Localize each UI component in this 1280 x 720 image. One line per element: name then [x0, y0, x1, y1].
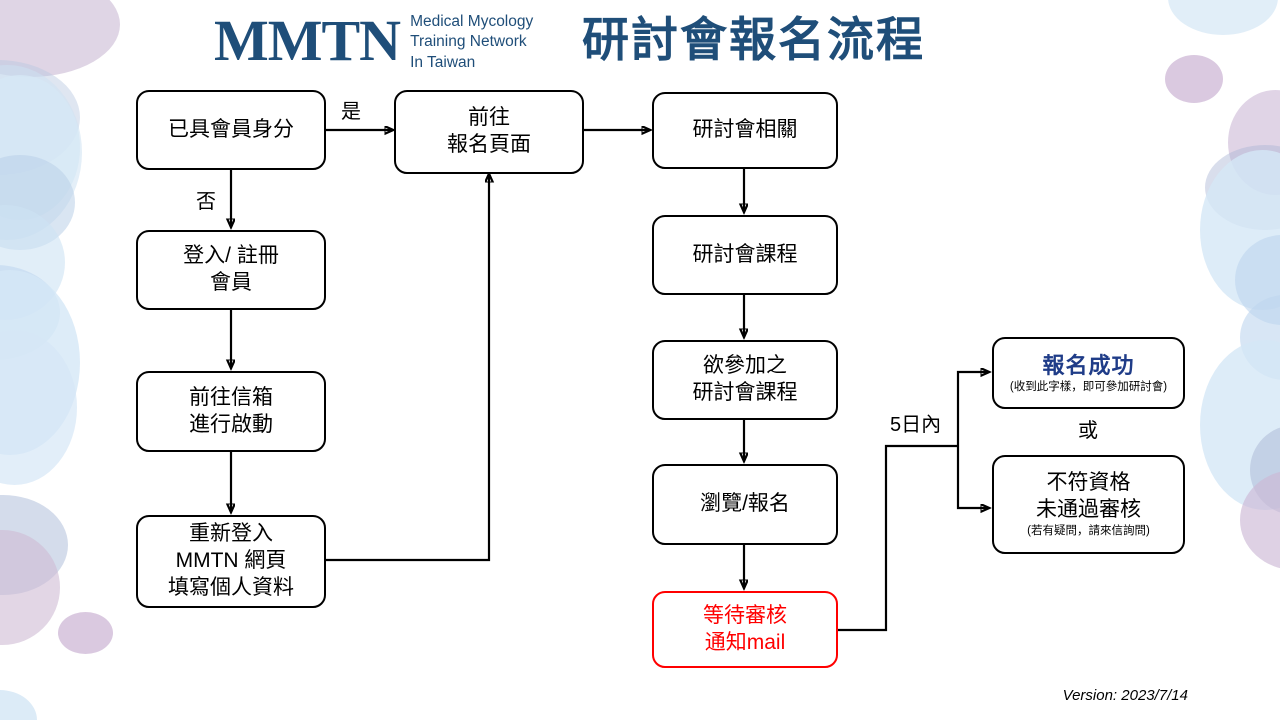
logo-tagline-line-2: Training Network	[410, 33, 527, 51]
node-line-1: 前往	[468, 106, 510, 130]
node-line-3: 填寫個人資料	[168, 575, 294, 599]
outcome-success-title: 報名成功	[1042, 352, 1135, 378]
wire-junction-to-success	[956, 372, 989, 446]
node-line-1: 研討會課程	[692, 242, 798, 266]
logo-tagline-line-3: In Taiwan	[410, 53, 476, 71]
edge-label-no: 否	[196, 191, 216, 213]
node-go-mailbox[interactable]: 前往信箱 進行啟動	[136, 371, 326, 452]
node-seminar-courses[interactable]: 研討會課程	[652, 215, 838, 295]
wire-relogin-to-signup	[326, 174, 489, 562]
node-relogin-profile[interactable]: 重新登入 MMTN 網頁 填寫個人資料	[136, 515, 326, 608]
node-line-1: 登入/ 註冊	[183, 244, 279, 268]
node-line-2: 通知mail	[704, 630, 786, 654]
node-member-status[interactable]: 已具會員身分	[136, 90, 326, 170]
node-line-1: 欲參加之	[703, 354, 787, 378]
node-seminar-info[interactable]: 研討會相關	[652, 92, 838, 169]
node-browse-signup[interactable]: 瀏覽/報名	[652, 464, 838, 545]
wire-junction-to-reject	[956, 446, 989, 508]
node-line-1: 重新登入	[189, 522, 273, 546]
edge-label-yes: 是	[341, 101, 361, 123]
wire-await-to-junction	[838, 444, 958, 632]
page-title: 研討會報名流程	[582, 13, 925, 66]
edge-label-within-five-days: 5日內	[890, 414, 942, 436]
outcome-reject-note: (若有疑問，請來信詢問)	[1027, 524, 1150, 537]
node-line-2: 研討會課程	[692, 381, 798, 404]
logo-wordmark: MMTN	[214, 7, 401, 73]
version-label: Version: 2023/7/14	[1062, 687, 1188, 704]
node-line-1: 研討會相關	[692, 118, 798, 142]
logo-tagline: Medical Mycology Training Network In Tai…	[410, 8, 533, 73]
node-line-1: 已具會員身分	[168, 117, 294, 141]
outcome-reject-line-2: 未通過審核	[1036, 498, 1141, 522]
node-line-1: 前往信箱	[189, 385, 273, 409]
outcome-success-note: (收到此字樣，即可參加研討會)	[1009, 380, 1168, 393]
mmtn-logo: MMTN Medical Mycology Training Network I…	[214, 8, 533, 73]
node-go-signup-page[interactable]: 前往 報名頁面	[394, 90, 584, 174]
node-await-review[interactable]: 等待審核 通知mail	[652, 591, 838, 668]
label-or: 或	[1078, 420, 1098, 442]
node-line-1: 等待審核	[703, 603, 787, 627]
node-line-2: 報名頁面	[447, 133, 531, 156]
node-outcome-reject[interactable]: 不符資格 未通過審核 (若有疑問，請來信詢問)	[992, 455, 1185, 554]
outcome-reject-line-1: 不符資格	[1046, 471, 1131, 495]
node-line-1: 瀏覽/報名	[700, 492, 790, 516]
node-line-2: MMTN 網頁	[175, 549, 287, 573]
node-login-register[interactable]: 登入/ 註冊 會員	[136, 230, 326, 310]
node-line-2: 進行啟動	[189, 412, 273, 436]
logo-tagline-line-1: Medical Mycology	[410, 13, 534, 30]
node-line-2: 會員	[210, 271, 252, 294]
node-outcome-success[interactable]: 報名成功 (收到此字樣，即可參加研討會)	[992, 337, 1185, 409]
node-desired-courses[interactable]: 欲參加之 研討會課程	[652, 340, 838, 420]
